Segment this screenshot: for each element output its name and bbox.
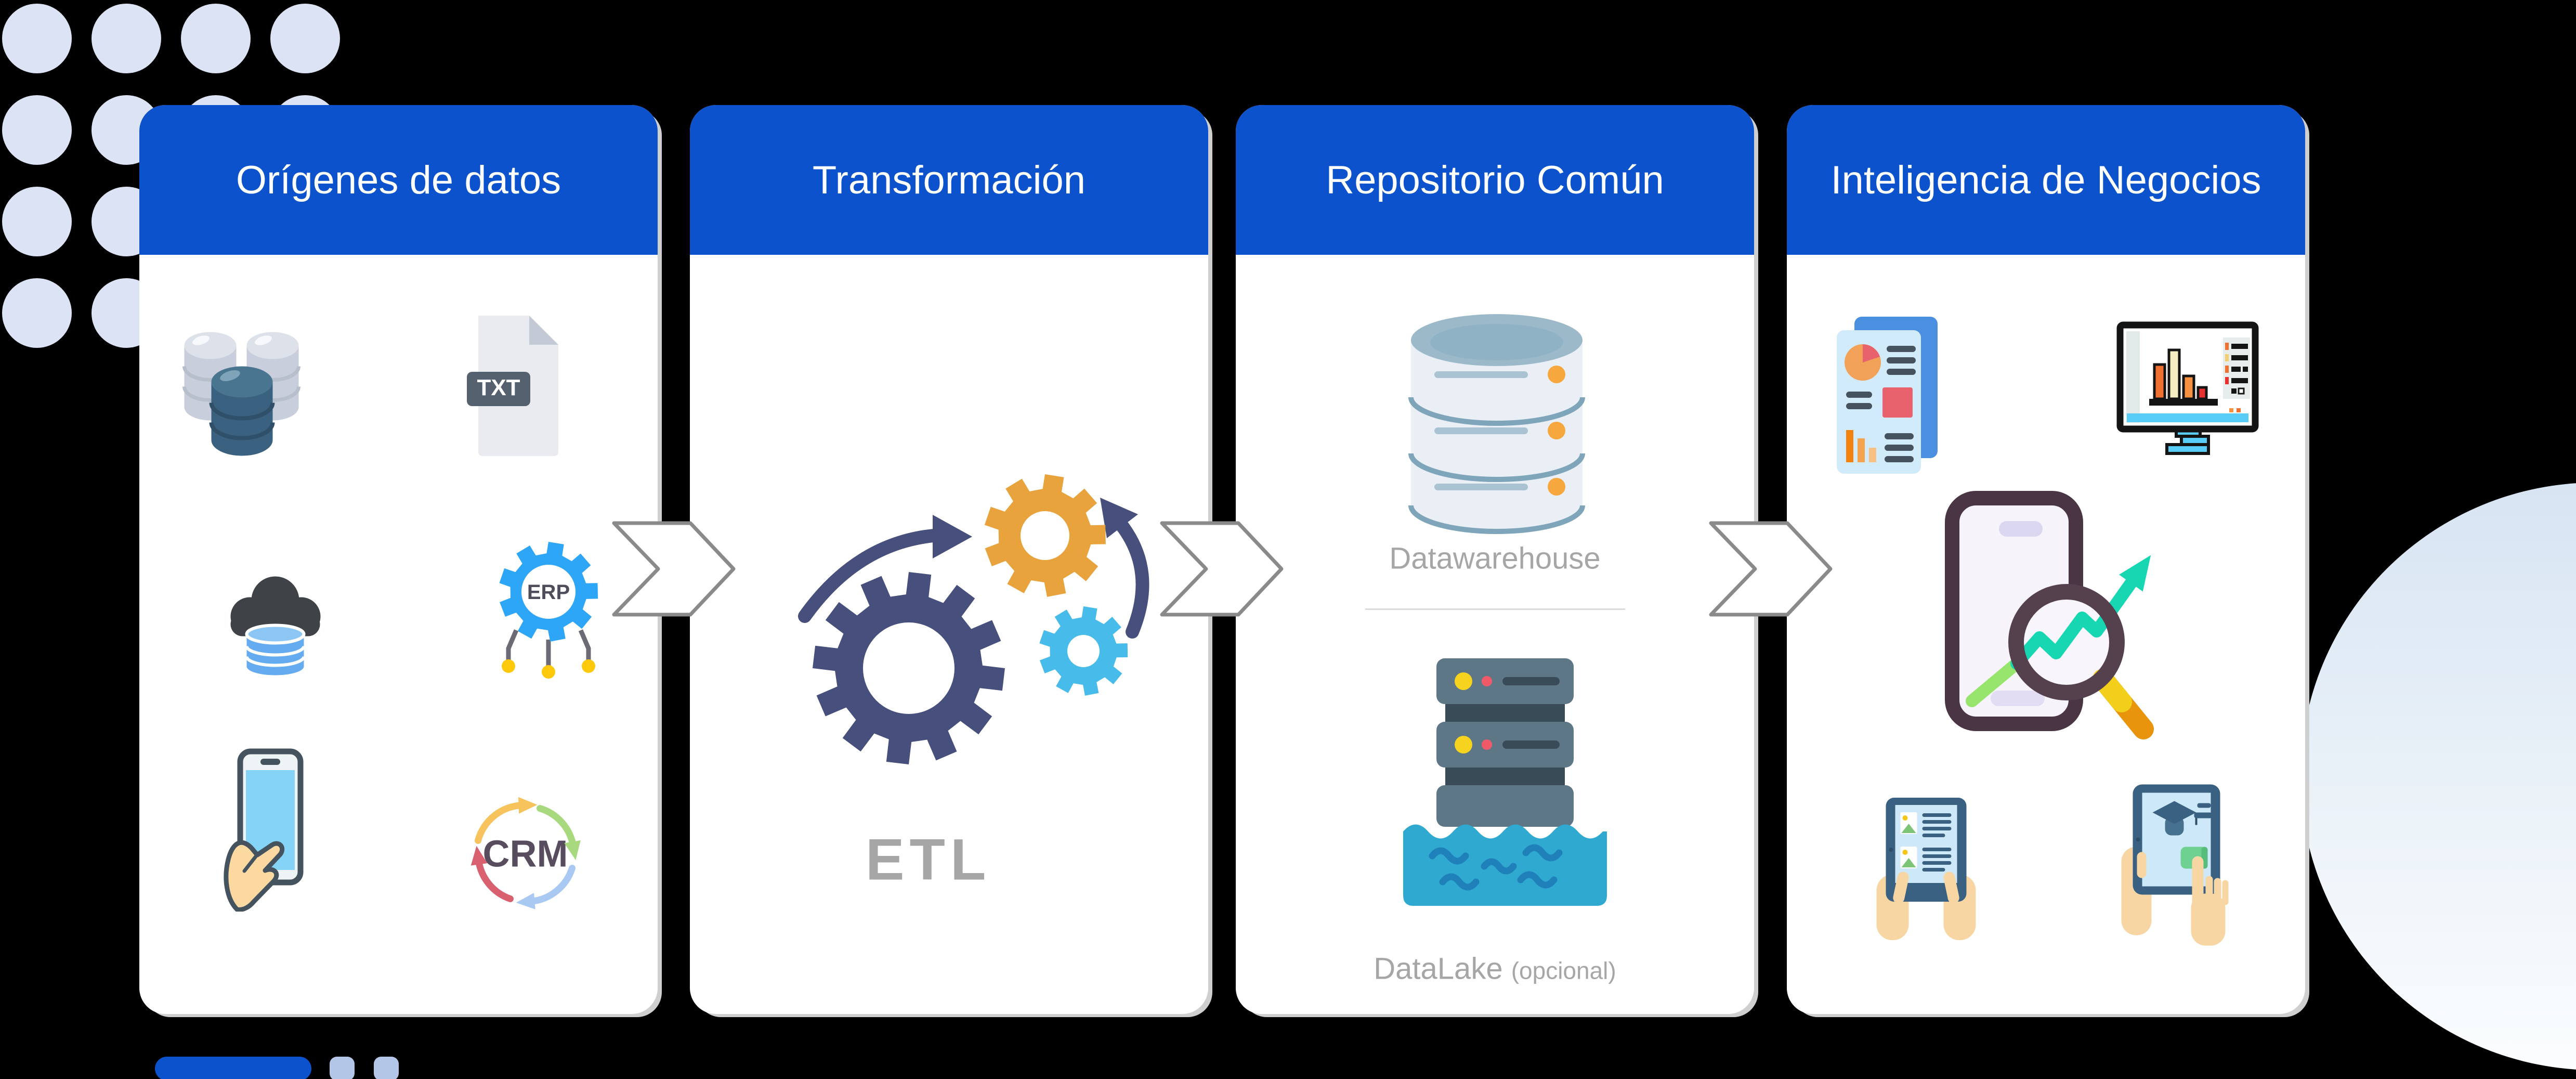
background-circle xyxy=(2300,483,2576,1070)
section-divider xyxy=(1365,608,1625,610)
crm-cycle-icon: CRM xyxy=(459,788,592,920)
datawarehouse-label: Datawarehouse xyxy=(1389,541,1601,576)
panel-transformacion: Transformación ETL xyxy=(690,105,1208,1014)
gear-large-shape xyxy=(813,572,1005,765)
datalake-icon xyxy=(1396,652,1614,912)
datalake-label-main: DataLake xyxy=(1374,952,1503,986)
panel-repositorio-comun: Repositorio Común Datawarehouse xyxy=(1236,105,1754,1014)
gear-blue-shape xyxy=(1039,606,1128,696)
txt-label: TXT xyxy=(477,375,520,400)
decor-dot xyxy=(2,95,72,165)
panel-header: Orígenes de datos xyxy=(139,105,658,255)
panel-title: Transformación xyxy=(812,158,1086,202)
decor-square xyxy=(330,1057,355,1079)
dashboard-monitor-icon xyxy=(2115,321,2260,477)
panel-header: Inteligencia de Negocios xyxy=(1787,105,2305,255)
panel-inteligencia-de-negocios: Inteligencia de Negocios xyxy=(1787,105,2305,1014)
erp-label: ERP xyxy=(527,581,570,604)
etl-caption: ETL xyxy=(865,827,991,892)
flow-arrow-icon xyxy=(1160,521,1284,617)
cloud-database-icon xyxy=(220,563,332,685)
datawarehouse-icon xyxy=(1398,309,1596,538)
datalake-label-note: (opcional) xyxy=(1511,957,1616,984)
panel-header: Transformación xyxy=(690,105,1208,255)
etl-gears-icon xyxy=(768,458,1153,790)
gear-shape xyxy=(499,542,598,642)
tablet-elearning-icon xyxy=(2118,769,2235,948)
decor-bar xyxy=(155,1057,311,1079)
decor-dot xyxy=(2,4,72,73)
datalake-label: DataLake (opcional) xyxy=(1374,951,1616,986)
panel-title: Inteligencia de Negocios xyxy=(1830,158,2261,202)
decor-dot xyxy=(2,187,72,256)
decor-dot xyxy=(181,4,251,73)
decor-dot xyxy=(2,278,72,348)
databases-icon xyxy=(178,321,306,464)
panel-title: Repositorio Común xyxy=(1326,158,1664,202)
decor-dot xyxy=(270,4,340,73)
mobile-analytics-magnifier-icon xyxy=(1938,489,2161,759)
report-icon xyxy=(1833,315,1942,476)
decor-dot xyxy=(91,4,161,73)
panel-title: Orígenes de datos xyxy=(236,158,561,202)
tablet-hands-icon xyxy=(1871,773,1982,944)
gear-orange-shape xyxy=(985,474,1106,597)
decor-square xyxy=(374,1057,399,1079)
panel-header: Repositorio Común xyxy=(1236,105,1754,255)
panel-origenes-de-datos: Orígenes de datos xyxy=(139,105,658,1014)
crm-label: CRM xyxy=(482,834,568,875)
flow-arrow-icon xyxy=(1709,521,1833,617)
txt-file-icon: TXT xyxy=(461,310,570,461)
flow-arrow-icon xyxy=(612,521,736,617)
erp-gear-icon: ERP xyxy=(483,530,613,686)
phone-in-hand-icon xyxy=(221,747,305,913)
